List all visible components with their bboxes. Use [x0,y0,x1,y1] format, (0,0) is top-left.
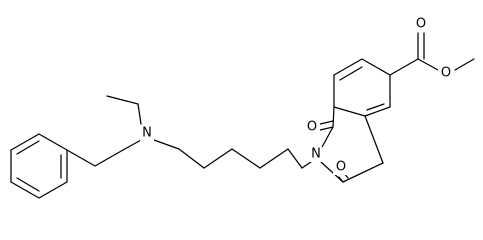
bond [38,181,68,199]
bond [10,133,40,151]
bond [333,106,366,117]
bond [338,176,344,183]
bond [364,106,391,117]
atom-labels: N N O O O O [140,17,454,175]
bond [339,66,363,81]
ester-carbonyl-oxygen-label: O [416,17,426,32]
bonds [10,32,475,199]
label-backdrop [140,126,154,141]
bond [16,177,40,192]
top-carbonyl-oxygen-atom: O [304,120,320,135]
bond [319,120,334,125]
ester-ether-oxygen-label: O [441,66,451,81]
bond [320,126,334,150]
chemical-structure-diagram: N N O O O O [10,17,475,199]
bond [319,126,334,131]
bond [94,149,124,167]
label-backdrop [438,66,454,81]
label-backdrop [309,147,323,162]
bond [38,133,68,151]
bond [16,140,40,155]
bond [364,115,384,164]
bond [259,148,289,169]
label-backdrop [304,120,320,135]
bond [417,58,439,71]
bond [106,95,139,105]
bond [361,58,391,76]
bond [137,103,142,125]
ester-ether-oxygen-atom: O [438,66,454,81]
label-backdrop [413,17,429,32]
top-carbonyl-oxygen-label: O [307,120,317,135]
amine-nitrogen-atom: N [140,126,154,141]
label-backdrop [333,160,349,175]
bond [153,139,180,150]
bottom-carbonyl-oxygen-atom: O [333,160,349,175]
bottom-carbonyl-oxygen-label: O [336,160,346,175]
imide-nitrogen-label: N [311,147,321,162]
bond [122,139,142,151]
bond [66,149,96,167]
bond [333,58,363,76]
bond [10,181,40,199]
bond [287,148,303,169]
bond [231,148,261,169]
ester-carbonyl-oxygen-atom: O [413,17,429,32]
amine-nitrogen-label: N [142,126,152,141]
bond [332,106,335,128]
bond [454,58,475,71]
bond [320,161,344,183]
bond [301,161,312,169]
bond [178,148,205,169]
bond [366,103,385,111]
imide-nitrogen-atom: N [309,147,323,162]
bond [203,148,233,169]
bond [342,162,384,183]
bond [389,58,419,76]
